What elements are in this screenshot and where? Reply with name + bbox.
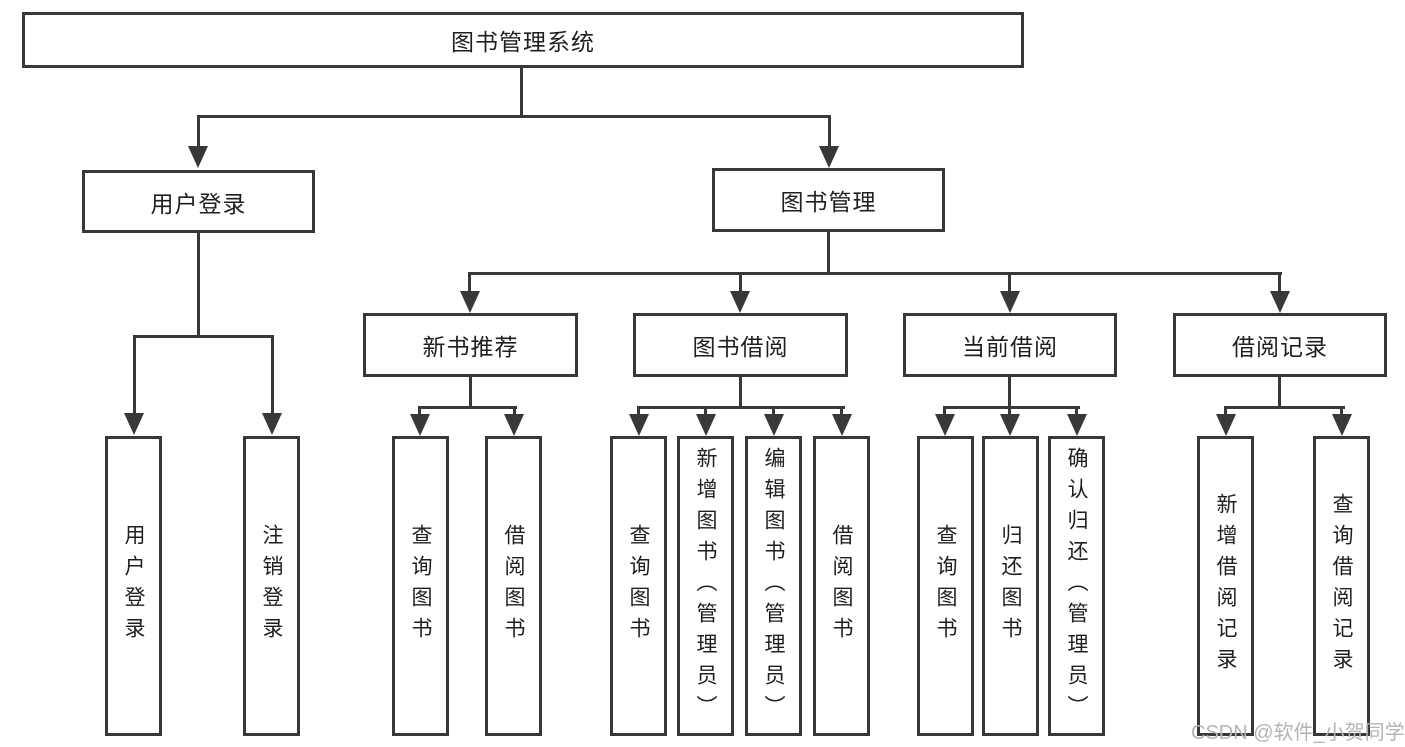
arrow-down-icon bbox=[764, 414, 784, 436]
arrow-down-icon bbox=[1067, 414, 1087, 436]
arrow-down-icon bbox=[629, 414, 649, 436]
connector-drop bbox=[133, 335, 136, 415]
leaf-add-books-admin: 新增图书（管理员） bbox=[677, 436, 734, 736]
connector-root-stem bbox=[520, 68, 523, 118]
connector-drop bbox=[1224, 406, 1227, 416]
connector-user-login-bus bbox=[133, 335, 274, 338]
leaf-borrow-books-borrowing: 借阅图书 bbox=[813, 436, 870, 736]
arrow-down-icon bbox=[935, 414, 955, 436]
connector-book-mgmt-bus bbox=[468, 272, 1282, 275]
arrow-down-icon bbox=[730, 291, 750, 313]
connector-drop bbox=[1008, 406, 1011, 416]
connector-drop bbox=[513, 406, 516, 416]
leaf-label: 确认归还（管理员） bbox=[1065, 446, 1088, 726]
arrow-down-icon bbox=[1332, 414, 1352, 436]
arrow-down-icon bbox=[188, 146, 208, 168]
connector-stem bbox=[1278, 377, 1281, 408]
connector-stem bbox=[739, 377, 742, 408]
leaf-query-books-borrowing: 查询图书 bbox=[610, 436, 667, 736]
leaf-label: 借阅图书 bbox=[502, 524, 525, 648]
leaf-logout: 注销登录 bbox=[243, 436, 300, 736]
leaf-query-books-current: 查询图书 bbox=[917, 436, 974, 736]
leaf-label: 查询借阅记录 bbox=[1330, 493, 1353, 679]
leaf-label: 归还图书 bbox=[999, 524, 1022, 648]
leaf-label: 查询图书 bbox=[627, 524, 650, 648]
leaf-edit-books-admin: 编辑图书（管理员） bbox=[745, 436, 802, 736]
leaf-user-login: 用户登录 bbox=[105, 436, 162, 736]
leaf-query-books-recommend: 查询图书 bbox=[392, 436, 449, 736]
node-label: 借阅记录 bbox=[1232, 334, 1328, 360]
arrow-down-icon bbox=[410, 414, 430, 436]
connector-drop bbox=[637, 406, 640, 416]
leaf-confirm-return-admin: 确认归还（管理员） bbox=[1048, 436, 1105, 736]
node-library-management-system: 图书管理系统 bbox=[22, 12, 1024, 68]
node-label: 图书借阅 bbox=[692, 334, 789, 360]
leaf-label: 用户登录 bbox=[122, 524, 145, 648]
connector-drop bbox=[840, 406, 843, 416]
connector-drop bbox=[1340, 406, 1343, 416]
connector-stem bbox=[469, 377, 472, 408]
arrow-down-icon bbox=[819, 146, 839, 168]
leaf-label: 注销登录 bbox=[260, 524, 283, 648]
connector-bus bbox=[637, 406, 845, 409]
arrow-down-icon bbox=[262, 413, 282, 435]
leaf-return-books: 归还图书 bbox=[982, 436, 1039, 736]
leaf-add-borrow-record: 新增借阅记录 bbox=[1197, 436, 1254, 736]
node-label: 当前借阅 bbox=[962, 334, 1058, 360]
connector-drop bbox=[943, 406, 946, 416]
connector-stem bbox=[1008, 377, 1011, 408]
arrow-down-icon bbox=[1000, 291, 1020, 313]
leaf-label: 查询图书 bbox=[409, 524, 432, 648]
leaf-label: 新增借阅记录 bbox=[1214, 493, 1237, 679]
node-current-borrowing: 当前借阅 bbox=[903, 313, 1117, 377]
arrow-down-icon bbox=[504, 414, 524, 436]
connector-drop bbox=[418, 406, 421, 416]
connector-drop bbox=[1278, 272, 1281, 292]
node-user-login: 用户登录 bbox=[82, 170, 315, 233]
connector-drop bbox=[828, 115, 831, 148]
csdn-watermark: CSDN @软件_小贺同学 bbox=[1191, 722, 1405, 744]
arrow-down-icon bbox=[124, 413, 144, 435]
node-label: 新书推荐 bbox=[422, 334, 519, 360]
leaf-query-borrow-record: 查询借阅记录 bbox=[1313, 436, 1370, 736]
arrow-down-icon bbox=[1270, 291, 1290, 313]
leaf-label: 查询图书 bbox=[934, 524, 957, 648]
node-borrowing-records: 借阅记录 bbox=[1173, 313, 1387, 377]
leaf-label: 借阅图书 bbox=[830, 524, 853, 648]
node-new-book-recommendation: 新书推荐 bbox=[363, 313, 578, 377]
arrow-down-icon bbox=[1000, 414, 1020, 436]
connector-book-mgmt-stem bbox=[827, 232, 830, 273]
connector-drop bbox=[772, 406, 775, 416]
node-book-borrowing: 图书借阅 bbox=[633, 313, 848, 377]
connector-bus bbox=[1224, 406, 1345, 409]
connector-drop bbox=[197, 115, 200, 148]
leaf-label: 新增图书（管理员） bbox=[694, 446, 717, 726]
arrow-down-icon bbox=[832, 414, 852, 436]
connector-drop bbox=[739, 272, 742, 292]
connector-drop bbox=[1075, 406, 1078, 416]
node-label: 用户登录 bbox=[150, 190, 247, 217]
arrow-down-icon bbox=[460, 291, 480, 313]
leaf-borrow-books-recommend: 借阅图书 bbox=[485, 436, 542, 736]
arrow-down-icon bbox=[1216, 414, 1236, 436]
connector-drop bbox=[704, 406, 707, 416]
node-label: 图书管理 bbox=[780, 189, 877, 215]
connector-drop bbox=[271, 335, 274, 415]
arrow-down-icon bbox=[696, 414, 716, 436]
connector-bus bbox=[418, 406, 517, 409]
node-label: 图书管理系统 bbox=[451, 29, 595, 55]
node-book-management: 图书管理 bbox=[712, 168, 945, 232]
connector-bus bbox=[943, 406, 1080, 409]
connector-user-login-stem bbox=[197, 233, 200, 335]
connector-drop bbox=[468, 272, 471, 292]
leaf-label: 编辑图书（管理员） bbox=[762, 446, 785, 726]
connector-root-bus bbox=[197, 115, 831, 118]
connector-drop bbox=[1008, 272, 1011, 292]
